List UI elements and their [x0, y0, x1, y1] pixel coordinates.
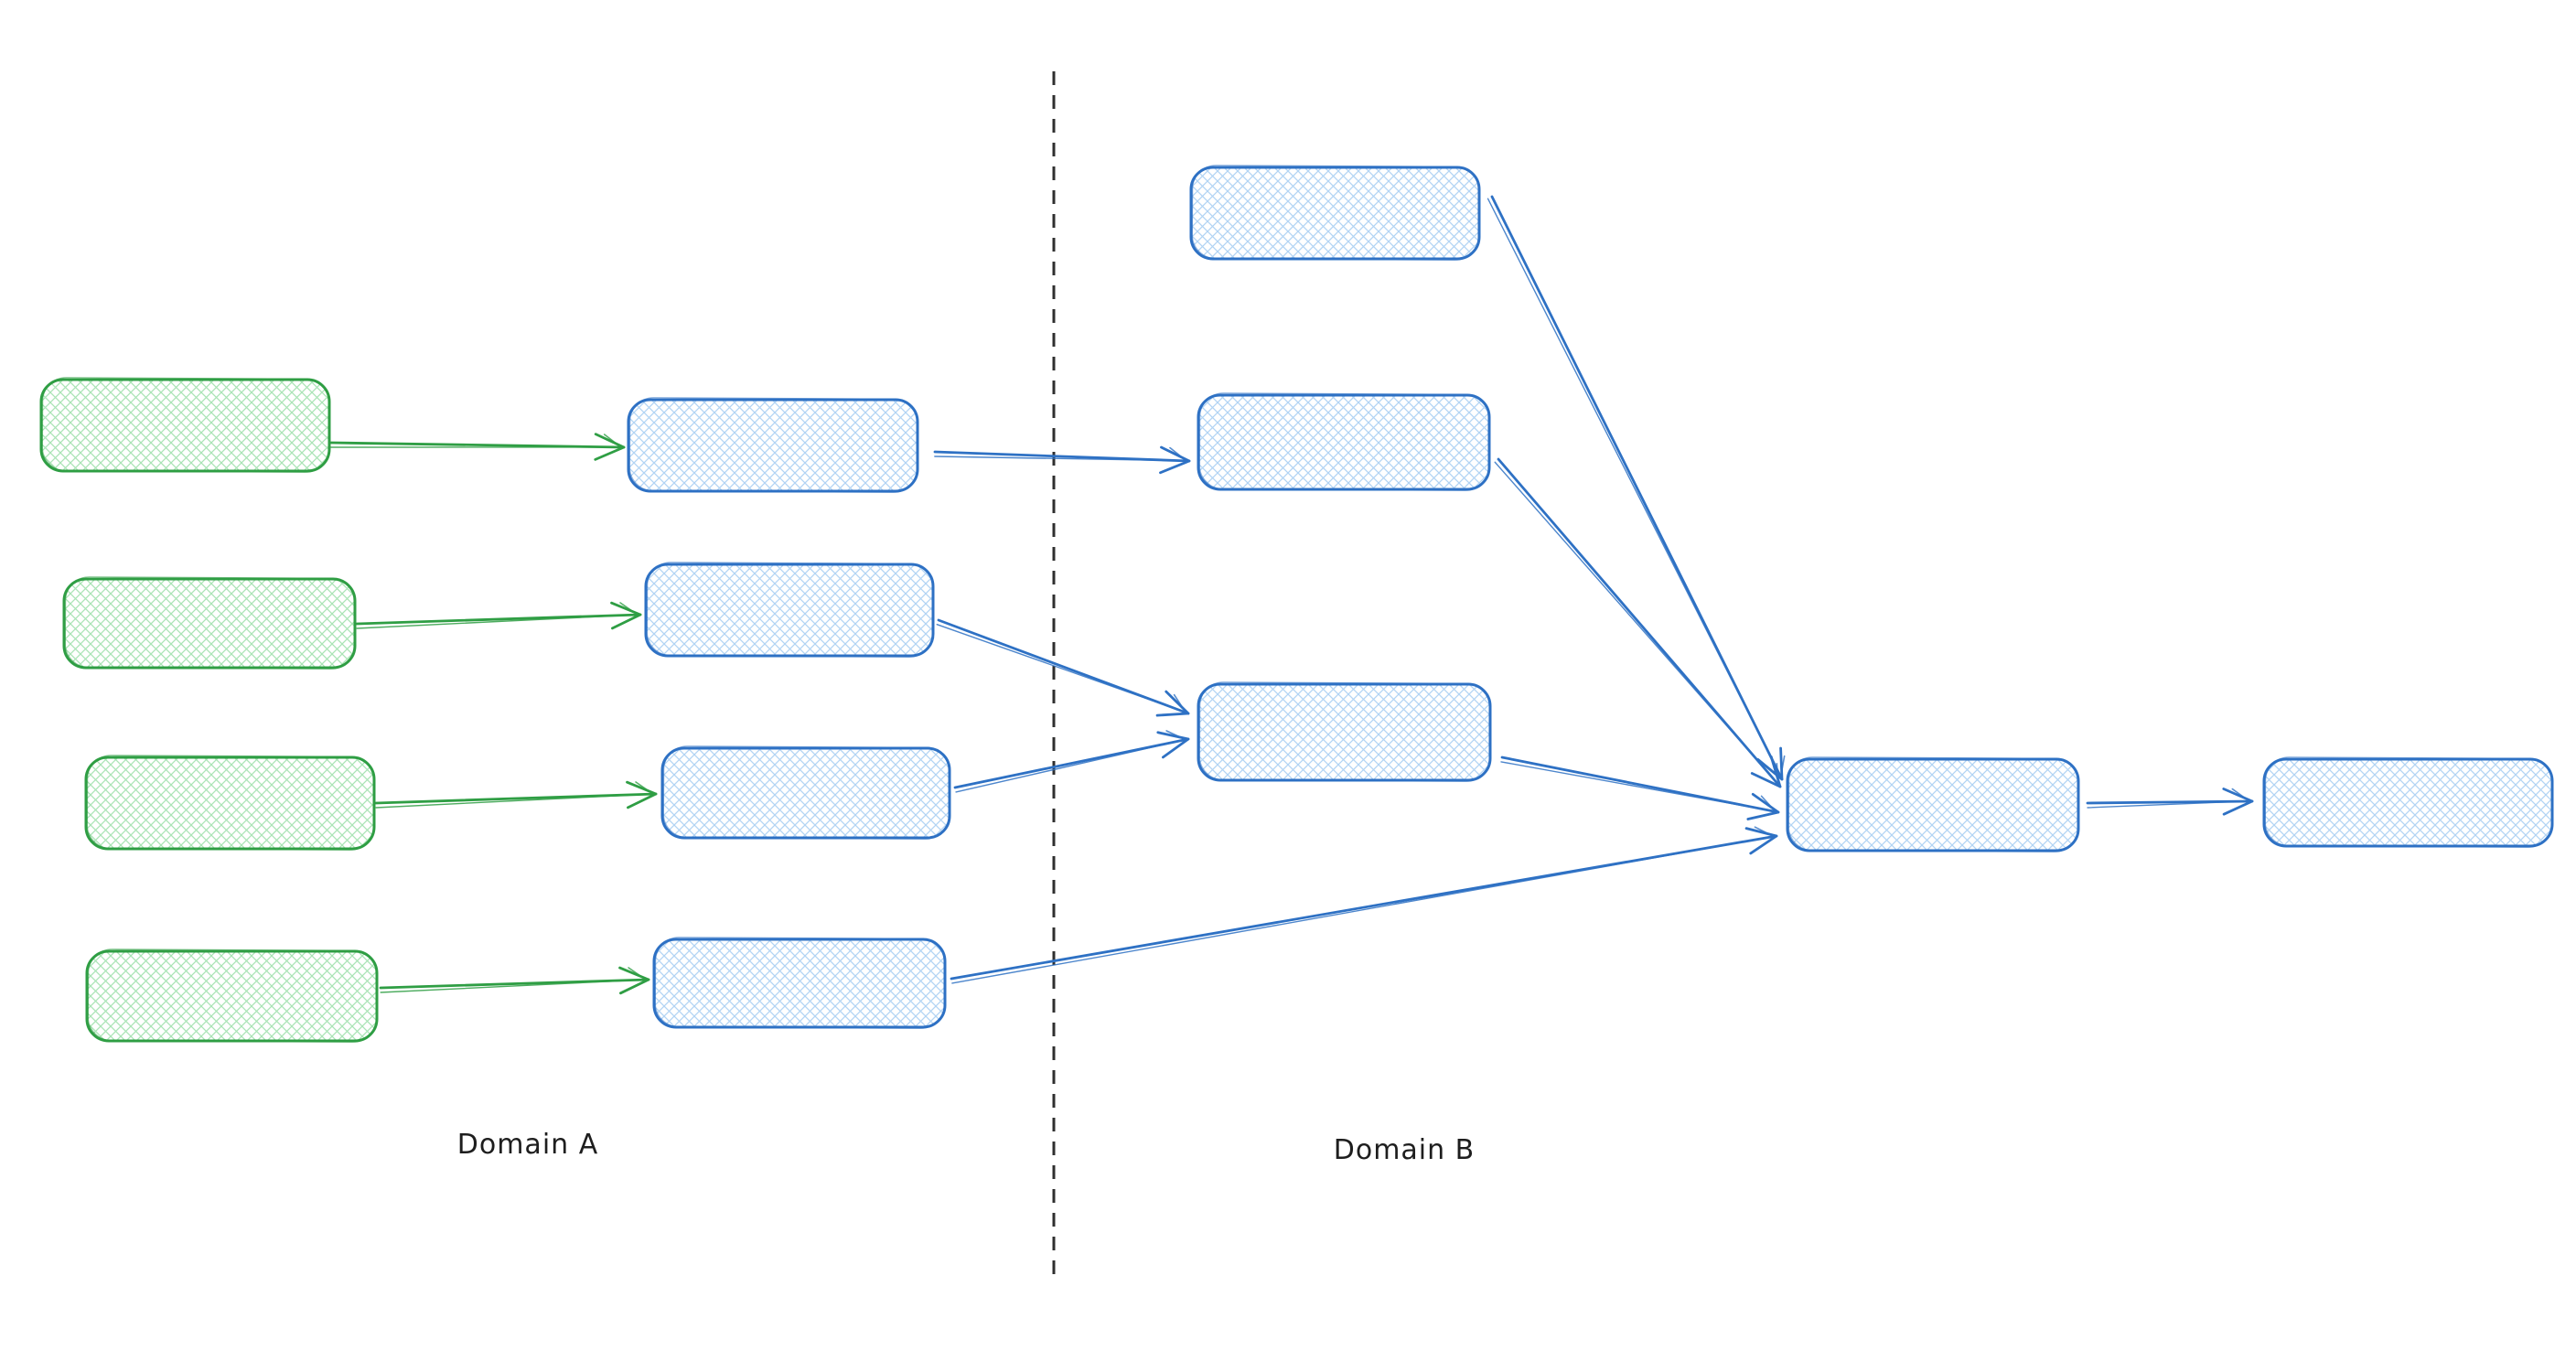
node-b-low[interactable] — [1197, 681, 1492, 782]
node-input-4[interactable] — [85, 949, 379, 1043]
node-input-1[interactable] — [39, 377, 331, 473]
edge-stage-3-to-b-low — [953, 730, 1190, 793]
domain-b-label: Domain B — [1333, 1134, 1476, 1166]
edge-b-low-to-merge — [1500, 756, 1780, 820]
edge-input-4-to-stage-4 — [379, 966, 650, 995]
node-output[interactable] — [2262, 756, 2554, 848]
edge-stage-2-to-b-low — [936, 618, 1190, 717]
node-b-top[interactable] — [1189, 165, 1481, 261]
node-stage-3[interactable] — [660, 745, 951, 840]
edge-merge-to-output — [2086, 788, 2254, 816]
node-input-3[interactable] — [84, 755, 376, 851]
domain-a-label: Domain A — [456, 1129, 599, 1161]
edge-stage-1-to-b-mid — [933, 445, 1191, 475]
node-b-mid[interactable] — [1197, 392, 1491, 491]
edge-b-mid-to-merge — [1494, 457, 1782, 788]
edge-input-2-to-stage-2 — [355, 601, 642, 630]
edge-input-1-to-stage-1 — [329, 433, 626, 461]
edge-stage-4-to-merge — [950, 826, 1778, 984]
edge-b-top-to-merge — [1487, 195, 1786, 781]
node-stage-4[interactable] — [652, 937, 947, 1029]
node-merge[interactable] — [1786, 756, 2080, 852]
node-stage-1[interactable] — [627, 397, 919, 493]
edge-input-3-to-stage-3 — [374, 780, 658, 809]
node-stage-2[interactable] — [644, 562, 935, 658]
node-input-2[interactable] — [62, 576, 357, 670]
